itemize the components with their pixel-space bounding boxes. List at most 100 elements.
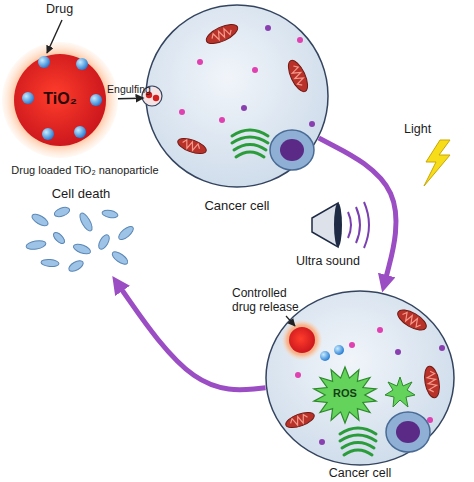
fragment	[53, 206, 71, 219]
golgi-apparatus	[232, 130, 268, 157]
particle-core	[14, 54, 106, 146]
fragment	[72, 242, 92, 256]
released-drug	[334, 345, 344, 355]
vesicle-dot	[309, 121, 315, 127]
golgi-cisterna	[232, 137, 268, 143]
mitochondrion	[204, 20, 241, 47]
released-drug	[320, 351, 330, 361]
mitochondrion-body	[284, 409, 316, 431]
vesicle-dot	[197, 59, 203, 65]
mitochondrion-body	[284, 58, 311, 95]
golgi-cisterna	[342, 443, 374, 449]
golgi-apparatus	[340, 428, 376, 455]
callout-label: Controlled drug release	[232, 286, 312, 315]
particle-halo	[2, 42, 118, 158]
mitochondrion-body	[176, 135, 208, 157]
particle-label: TiO₂	[22, 89, 98, 108]
cristae	[400, 311, 422, 328]
golgi-cisterna	[232, 130, 268, 136]
sound-wave	[356, 207, 360, 243]
nucleolus	[396, 421, 420, 443]
drug-molecule	[38, 56, 50, 68]
nanoparticle: TiO₂Drug loaded TiO₂ nanoparticle	[2, 42, 118, 158]
vesicle-dot	[377, 327, 383, 333]
fragment	[97, 233, 112, 251]
drug-label: Drug	[46, 2, 86, 17]
mitochondrion-body	[395, 306, 430, 334]
cristae	[210, 26, 232, 42]
golgi-cisterna	[340, 428, 376, 434]
drug-molecule	[90, 94, 102, 106]
fragment	[117, 224, 136, 242]
nucleus	[386, 412, 430, 452]
vesicle-dot	[427, 417, 433, 423]
leader-arrow	[47, 20, 62, 53]
vesicle-dot	[241, 105, 247, 111]
stimulus-label: Light	[404, 122, 454, 137]
particle-dot	[153, 95, 159, 101]
drug-release-vesicle	[282, 320, 344, 361]
fragment	[30, 212, 50, 228]
connectors	[118, 98, 396, 390]
golgi-cisterna	[234, 145, 266, 151]
vesicle-dot	[252, 67, 258, 73]
cell-caption: Cancer cell	[300, 466, 420, 481]
cristae	[289, 414, 309, 428]
cristae	[290, 64, 306, 86]
mitochondrion	[176, 135, 208, 157]
fragment	[102, 209, 119, 219]
mitochondrion	[422, 365, 441, 399]
vesicle-dot	[349, 342, 355, 348]
cell-membrane	[146, 5, 328, 187]
particle-caption: Drug loaded TiO₂ nanoparticle	[1, 164, 169, 177]
engulf-arrow	[118, 97, 140, 99]
vesicle-dot	[439, 345, 445, 351]
mitochondrion	[395, 306, 430, 334]
node-outline	[145, 4, 329, 188]
golgi-cisterna	[340, 435, 376, 441]
lightning-bolt	[424, 140, 450, 186]
cell-caption: Cancer cell	[177, 198, 297, 214]
mitochondrion-body	[204, 20, 241, 47]
drug-molecule	[74, 126, 86, 138]
vesicle-dot	[179, 109, 185, 115]
drug-molecule	[42, 128, 54, 140]
fragment	[41, 259, 60, 268]
vesicle-dot	[265, 25, 271, 31]
golgi-cisterna	[236, 152, 264, 157]
vesicles	[295, 327, 445, 445]
transducer-face	[334, 203, 342, 247]
sound-wave	[364, 202, 369, 248]
ros-label: ROS	[312, 387, 378, 400]
vesicle-dot	[219, 117, 225, 123]
fragment	[78, 211, 95, 232]
drug-molecules	[22, 56, 102, 140]
vesicle-dot	[297, 37, 303, 43]
process-arrow	[118, 284, 266, 390]
vesicle-halo	[282, 320, 322, 360]
drug-molecule	[76, 58, 88, 70]
vesicle-dot	[295, 372, 301, 378]
cancer-cell: Cancer cell	[145, 4, 329, 188]
node-outline	[265, 290, 455, 466]
ros-burst-small	[385, 377, 415, 407]
golgi-cisterna	[344, 450, 372, 455]
fragment	[110, 250, 129, 267]
fragment	[52, 231, 67, 246]
mitochondrion-body	[422, 365, 441, 399]
nucleolus	[280, 139, 304, 161]
stimulus-label: Ultra sound	[296, 254, 386, 269]
fragment	[67, 259, 85, 274]
ros-burst: ROS	[312, 366, 378, 424]
transducer-cone	[312, 203, 338, 247]
cell-membrane	[266, 291, 454, 465]
mitochondrion	[284, 58, 311, 95]
vesicles	[179, 25, 315, 127]
cell-death-caption: Cell death	[26, 186, 136, 202]
nucleus	[270, 130, 314, 170]
leader-arrow	[286, 316, 295, 326]
drug-molecule	[22, 92, 34, 104]
